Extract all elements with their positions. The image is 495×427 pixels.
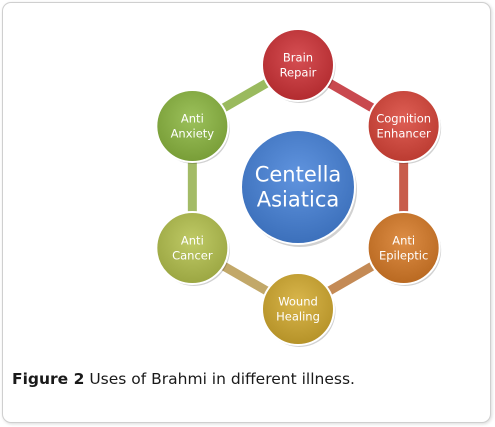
node-label-line: Cognition bbox=[376, 112, 431, 126]
node-label-line: Healing bbox=[276, 310, 320, 324]
node-circle bbox=[155, 89, 230, 163]
node-circle bbox=[155, 211, 230, 285]
node-circle bbox=[261, 272, 335, 346]
node-label-line: Anti bbox=[181, 234, 204, 248]
nodes-layer: BrainRepairCognitionEnhancerAntiEpilepti… bbox=[155, 28, 442, 347]
center-label-line: Centella bbox=[255, 163, 342, 187]
node-label-line: Epileptic bbox=[379, 249, 428, 263]
node-label-line: Repair bbox=[280, 66, 317, 80]
node-label-line: Enhancer bbox=[376, 127, 431, 141]
node-circle bbox=[261, 28, 335, 102]
caption-label: Figure 2 bbox=[12, 370, 85, 388]
center-label-line: Asiatica bbox=[257, 188, 340, 212]
node-label-line: Brain bbox=[283, 51, 313, 65]
node-label-line: Cancer bbox=[172, 249, 213, 263]
center-circle bbox=[240, 129, 356, 245]
node-label-line: Anti bbox=[181, 112, 204, 126]
node-circle bbox=[366, 211, 441, 285]
figure-caption: Figure 2 Uses of Brahmi in different ill… bbox=[12, 370, 355, 388]
node-label-line: Anti bbox=[392, 234, 415, 248]
node-label-line: Wound bbox=[278, 295, 318, 309]
node-label-line: Anxiety bbox=[171, 127, 215, 141]
node-circle bbox=[366, 89, 441, 163]
caption-text: Uses of Brahmi in different illness. bbox=[89, 370, 355, 388]
